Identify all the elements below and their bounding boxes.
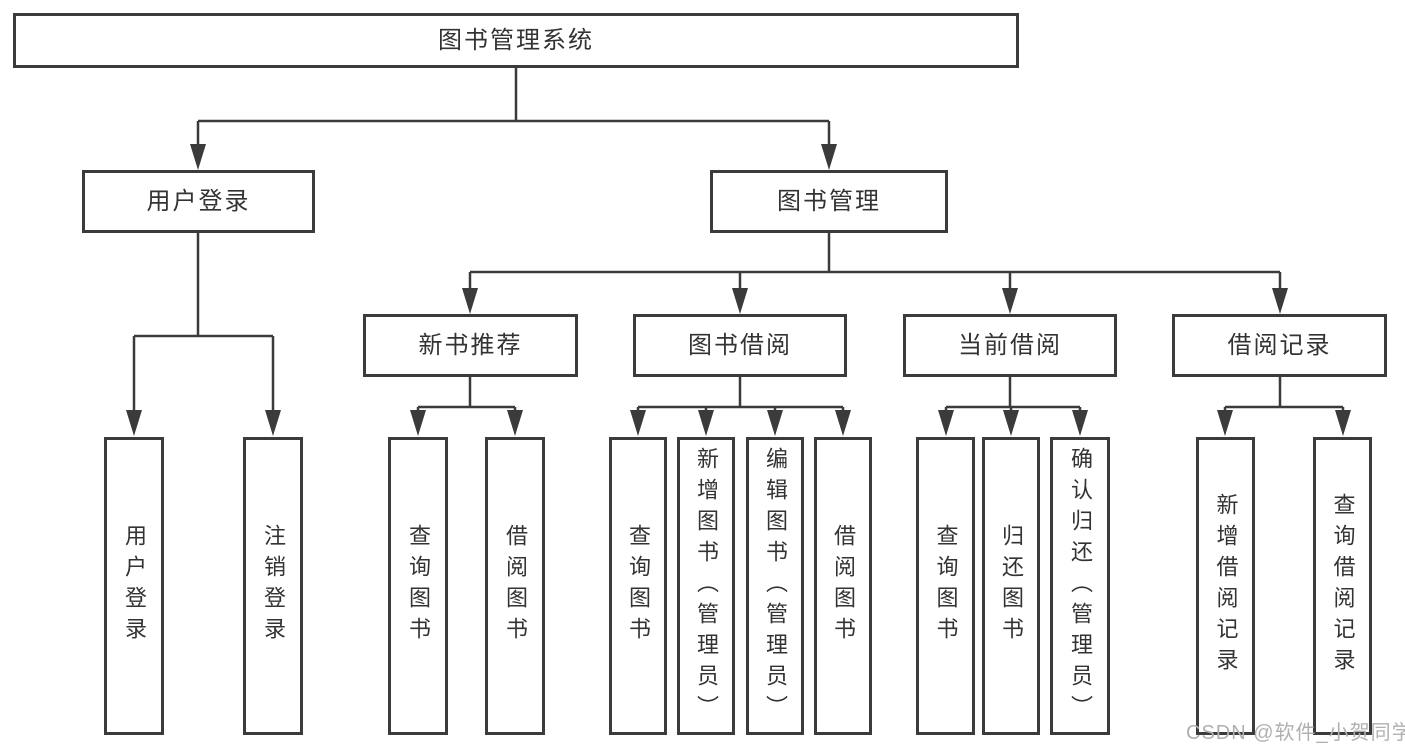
arrowhead	[1072, 410, 1088, 436]
node-book-management: 图书管理	[710, 170, 948, 233]
leaf-user-login: 用户登录	[104, 437, 164, 735]
node-borrow-records: 借阅记录	[1172, 314, 1387, 377]
leaf-query-borrow-record: 查询借阅记录	[1313, 437, 1372, 735]
arrowhead	[821, 144, 837, 170]
leaf-return-books: 归还图书	[982, 437, 1040, 735]
leaf-query-books-current: 查询图书	[916, 437, 975, 735]
node-label: 用户登录	[122, 524, 147, 648]
arrowhead	[190, 144, 206, 170]
wire-book-management-children	[468, 233, 1282, 292]
wire-user-login-children	[132, 233, 275, 414]
node-root-library-system: 图书管理系统	[13, 13, 1019, 68]
leaf-edit-books-admin: 编辑图书（管理员）	[746, 437, 804, 735]
node-current-borrowing: 当前借阅	[903, 314, 1117, 377]
arrowhead	[1002, 288, 1018, 314]
arrowhead	[1272, 288, 1288, 314]
node-label: 图书借阅	[688, 331, 792, 359]
csdn-watermark: CSDN @软件_小贺同学	[1186, 722, 1405, 744]
node-label: 编辑图书（管理员）	[763, 446, 788, 726]
node-label: 归还图书	[999, 524, 1024, 648]
node-label: 新书推荐	[418, 331, 523, 359]
leaf-query-books-recommend: 查询图书	[388, 437, 448, 735]
wire-root-to-level2	[196, 68, 831, 150]
node-label: 查询借阅记录	[1330, 493, 1356, 679]
arrowhead	[1335, 410, 1351, 436]
arrowhead	[265, 410, 281, 436]
node-label: 查询图书	[626, 524, 651, 648]
arrowhead	[732, 288, 748, 314]
node-new-book-recommend: 新书推荐	[363, 314, 578, 377]
node-book-borrowing: 图书借阅	[633, 314, 847, 377]
leaf-borrow-books-recommend: 借阅图书	[485, 437, 545, 735]
arrowhead	[630, 410, 646, 436]
arrowhead	[938, 410, 954, 436]
node-label: 图书管理	[777, 187, 881, 215]
node-label: 用户登录	[146, 187, 251, 215]
arrowhead	[410, 410, 426, 436]
node-label: 注销登录	[261, 524, 286, 648]
wire-borrow-records-children	[1223, 377, 1345, 414]
node-label: 借阅记录	[1227, 331, 1332, 359]
arrowhead	[698, 410, 714, 436]
leaf-borrow-books: 借阅图书	[814, 437, 872, 735]
leaf-add-borrow-record: 新增借阅记录	[1196, 437, 1255, 735]
arrowhead	[462, 288, 478, 314]
leaf-confirm-return-admin: 确认归还（管理员）	[1050, 437, 1110, 735]
wire-book-borrowing-children	[636, 377, 845, 414]
node-label: 新增图书（管理员）	[694, 446, 719, 726]
node-label: 查询图书	[406, 524, 431, 648]
wire-current-borrowing-children	[944, 377, 1082, 414]
arrowhead	[835, 410, 851, 436]
node-label: 借阅图书	[503, 524, 528, 648]
arrowhead	[507, 410, 523, 436]
arrowhead	[126, 410, 142, 436]
leaf-query-books-borrowing: 查询图书	[609, 437, 667, 735]
arrowhead	[1003, 410, 1019, 436]
node-label: 查询图书	[933, 524, 959, 648]
node-label: 新增借阅记录	[1213, 493, 1239, 679]
node-label: 确认归还（管理员）	[1068, 446, 1093, 726]
node-label: 当前借阅	[958, 331, 1062, 359]
arrowhead	[767, 410, 783, 436]
node-user-login: 用户登录	[82, 170, 315, 233]
leaf-logout: 注销登录	[243, 437, 303, 735]
node-label: 图书管理系统	[438, 26, 594, 54]
wire-new-book-children	[416, 377, 517, 414]
arrowhead	[1217, 410, 1233, 436]
leaf-add-books-admin: 新增图书（管理员）	[677, 437, 735, 735]
node-label: 借阅图书	[831, 524, 856, 648]
